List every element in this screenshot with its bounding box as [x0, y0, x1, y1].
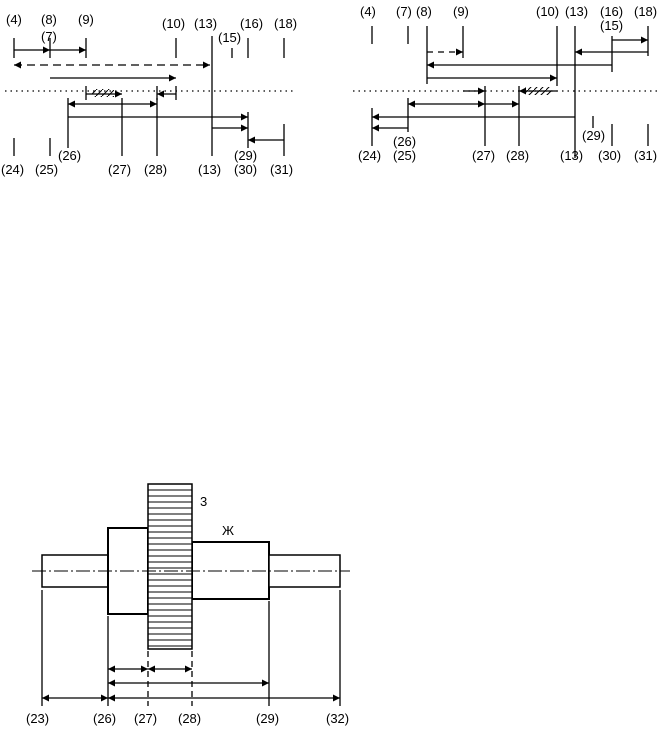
- right-dimension-diagram: [353, 26, 660, 158]
- right-bottom-label: (25): [393, 148, 416, 163]
- shaft-bottom-label: (29): [256, 711, 279, 726]
- right-top-label: (16): [600, 4, 623, 19]
- left-labels: (4) (8) (7) (9) (10) (13) (15) (16) (18)…: [1, 12, 297, 177]
- right-top-label: (13): [565, 4, 588, 19]
- right-top-label: (4): [360, 4, 376, 19]
- right-top-label: (15): [600, 18, 623, 33]
- left-bottom-label: (27): [108, 162, 131, 177]
- shaft-bottom-label: (26): [93, 711, 116, 726]
- shaft-bottom-label: (28): [178, 711, 201, 726]
- right-bottom-label: (31): [634, 148, 657, 163]
- left-top-label: (7): [41, 29, 57, 44]
- shaft-drawing: [32, 483, 350, 650]
- left-bottom-label: (30): [234, 162, 257, 177]
- left-dimension-diagram: [5, 36, 295, 156]
- left-bottom-label: (26): [58, 148, 81, 163]
- left-top-label: (18): [274, 16, 297, 31]
- left-top-label: (15): [218, 30, 241, 45]
- left-bottom-label: (28): [144, 162, 167, 177]
- right-top-label: (10): [536, 4, 559, 19]
- left-top-label: (8): [41, 12, 57, 27]
- left-bottom-label: (29): [234, 148, 257, 163]
- gear-rim: [147, 483, 193, 650]
- right-bottom-label: (26): [393, 134, 416, 149]
- right-bottom-label: (24): [358, 148, 381, 163]
- surface-label-zh: Ж: [222, 523, 234, 538]
- shaft-bottom-label: (27): [134, 711, 157, 726]
- right-hatch: [525, 87, 551, 95]
- right-top-label: (8): [416, 4, 432, 19]
- shaft-bottom-label: (23): [26, 711, 49, 726]
- left-top-label: (16): [240, 16, 263, 31]
- right-bottom-label: (27): [472, 148, 495, 163]
- left-top-label: (9): [78, 12, 94, 27]
- right-bottom-label: (28): [506, 148, 529, 163]
- left-top-label: (13): [194, 16, 217, 31]
- right-top-label: (9): [453, 4, 469, 19]
- shaft-bottom-label: (32): [326, 711, 349, 726]
- right-labels: (4) (7) (8) (9) (10) (13) (16) (15) (18)…: [358, 4, 657, 163]
- left-bottom-label: (31): [270, 162, 293, 177]
- shaft-dimensions: [41, 590, 341, 706]
- right-bottom-label: (30): [598, 148, 621, 163]
- right-top-label: (18): [634, 4, 657, 19]
- gear-teeth: [148, 489, 192, 647]
- left-hatch: [92, 89, 114, 97]
- left-top-label: (10): [162, 16, 185, 31]
- right-bottom-label: (13): [560, 148, 583, 163]
- right-top-label: (7): [396, 4, 412, 19]
- surface-label-3: 3: [200, 494, 207, 509]
- left-top-label: (4): [6, 12, 22, 27]
- right-bottom-label: (29): [582, 128, 605, 143]
- left-bottom-label: (13): [198, 162, 221, 177]
- left-bottom-label: (24): [1, 162, 24, 177]
- shaft-labels: 3 Ж (23) (26) (27) (28) (29) (32): [26, 494, 349, 726]
- left-bottom-label: (25): [35, 162, 58, 177]
